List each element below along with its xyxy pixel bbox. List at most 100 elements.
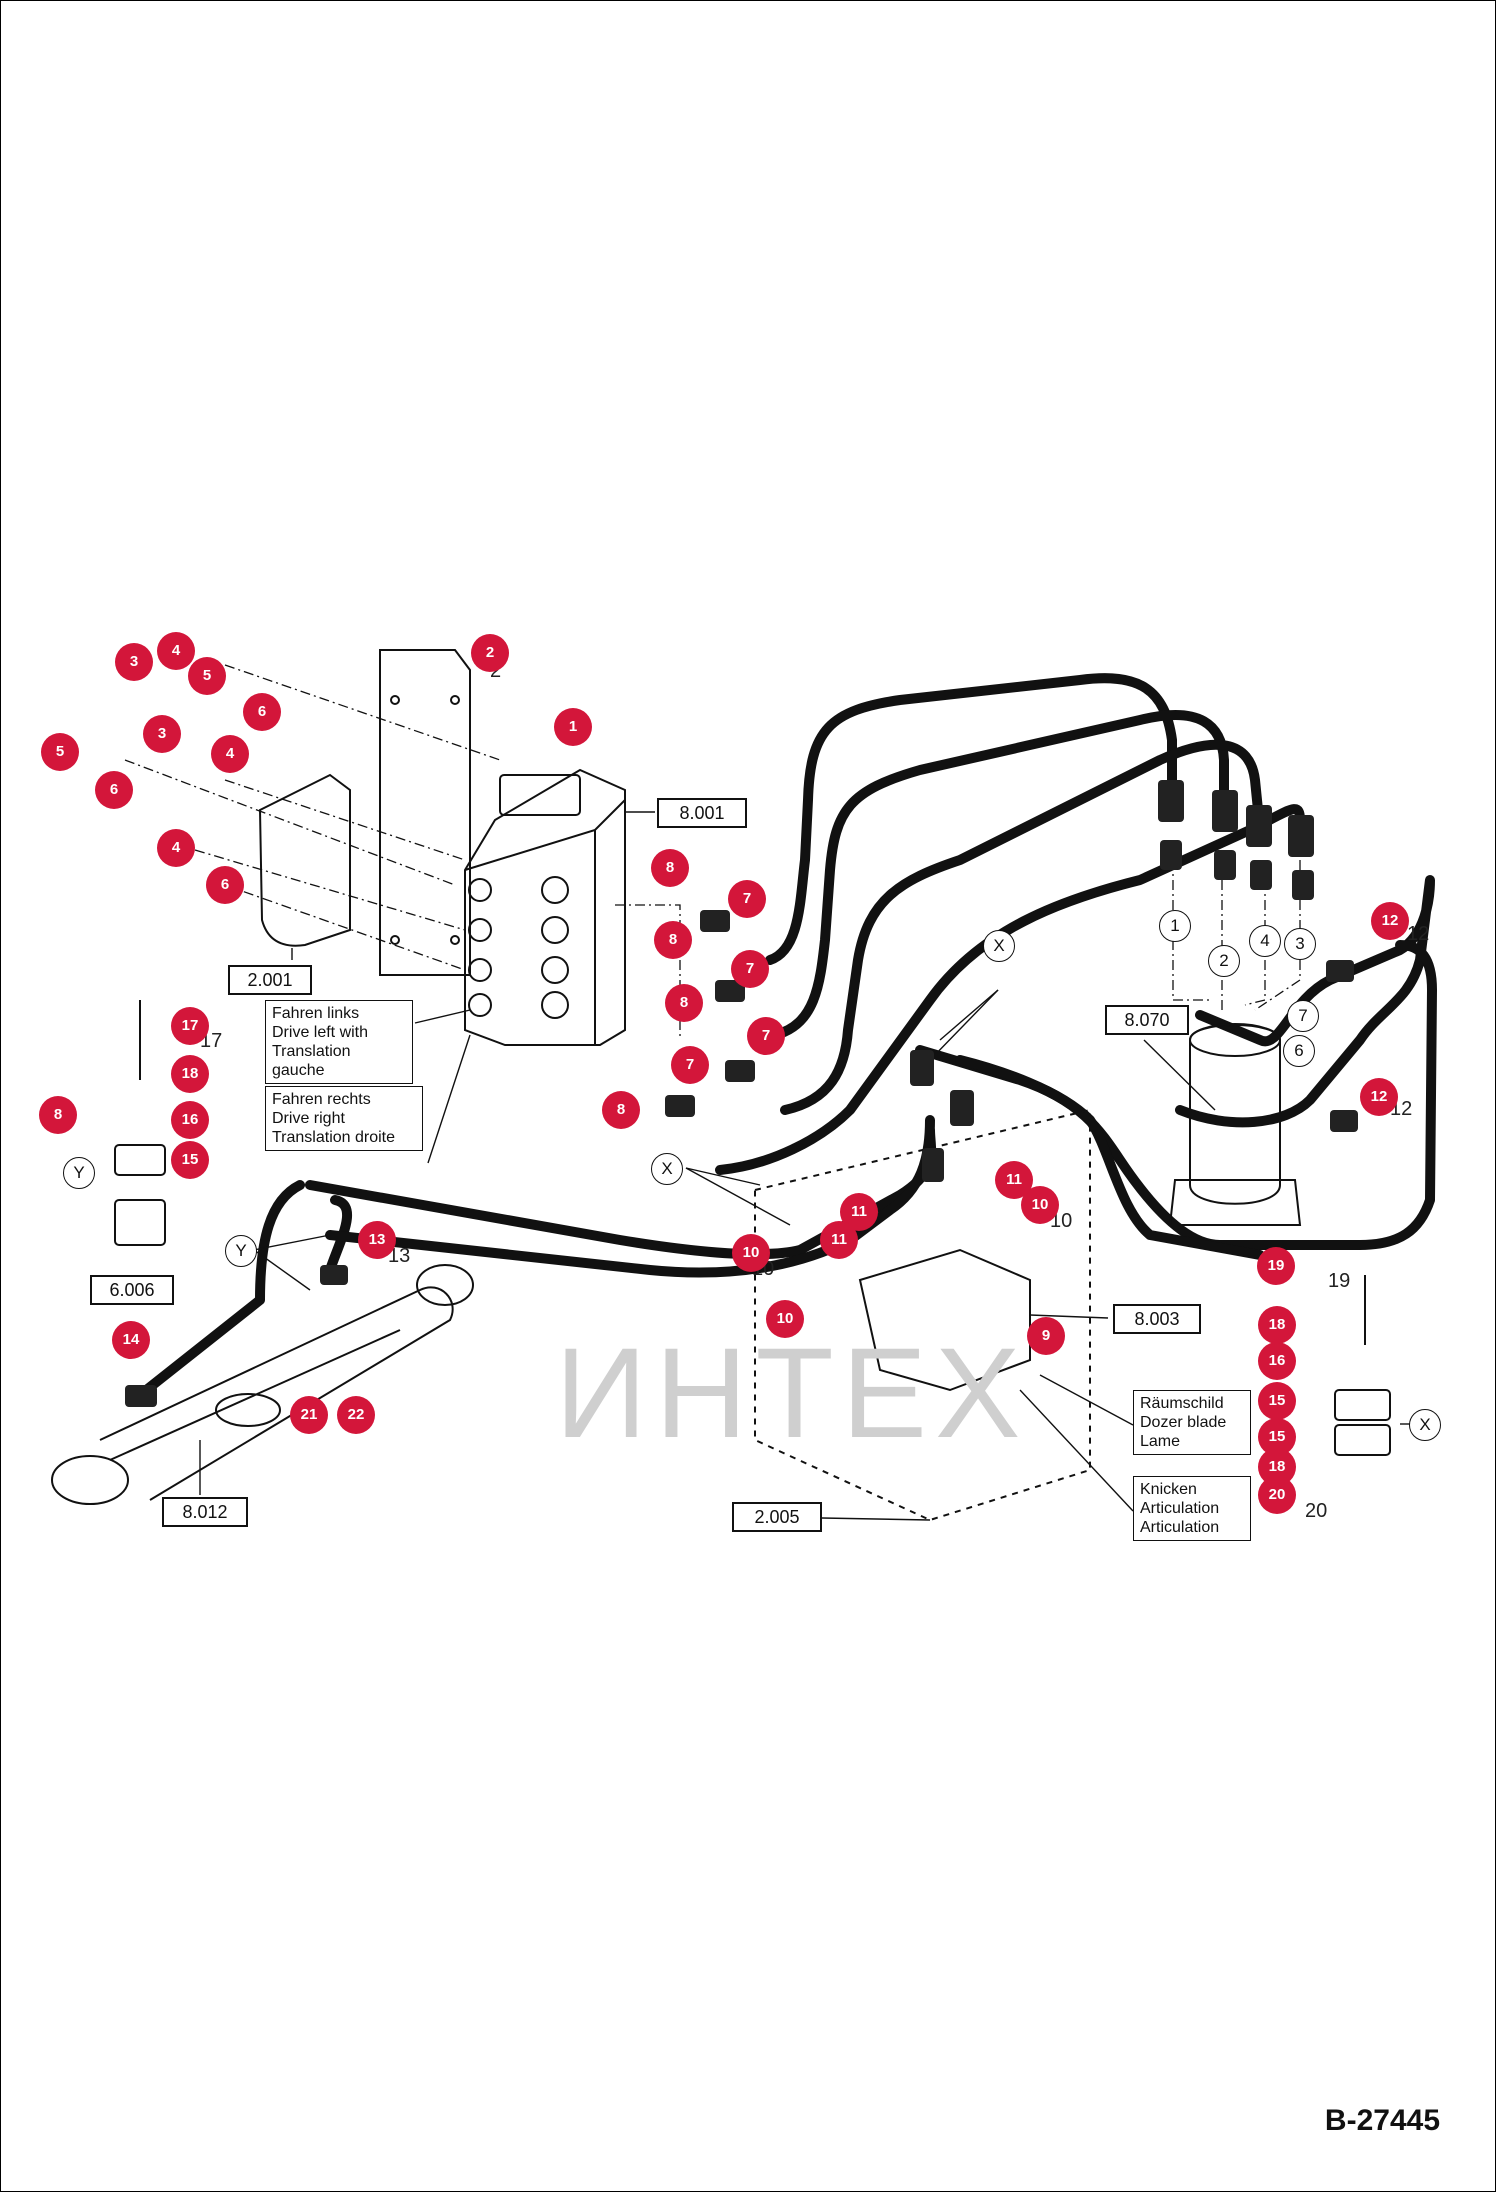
part-badge-20[interactable]: 20 bbox=[1258, 1476, 1296, 1514]
fitting bbox=[1326, 960, 1354, 982]
watermark: ИНТЕХ bbox=[555, 1322, 1029, 1465]
ref-box-8070[interactable]: 8.070 bbox=[1105, 1005, 1189, 1035]
part-number-label: 12 bbox=[1407, 923, 1430, 945]
part-number-label: 20 bbox=[1305, 1500, 1328, 1522]
fitting bbox=[1246, 805, 1272, 847]
plate-hole bbox=[390, 935, 400, 945]
part-badge-7[interactable]: 7 bbox=[731, 950, 769, 988]
plate-hole bbox=[450, 695, 460, 705]
part-badge-17[interactable]: 17 bbox=[171, 1007, 209, 1045]
fitting bbox=[1250, 860, 1272, 890]
callout-port-6: 6 bbox=[1283, 1035, 1315, 1067]
part-badge-8[interactable]: 8 bbox=[651, 849, 689, 887]
callout-port-7: 7 bbox=[1287, 1000, 1319, 1032]
part-number-label: 19 bbox=[1328, 1270, 1351, 1292]
part-badge-5[interactable]: 5 bbox=[41, 733, 79, 771]
ref-box-6006[interactable]: 6.006 bbox=[90, 1275, 174, 1305]
callout-port-4: 4 bbox=[1249, 925, 1281, 957]
ref-box-8012[interactable]: 8.012 bbox=[162, 1497, 248, 1527]
fitting bbox=[910, 1050, 934, 1086]
fitting bbox=[320, 1265, 348, 1285]
callout-port-1: 1 bbox=[1159, 910, 1191, 942]
part-badge-3[interactable]: 3 bbox=[143, 715, 181, 753]
hydraulic-cylinder bbox=[99, 1286, 454, 1501]
part-badge-18[interactable]: 18 bbox=[171, 1055, 209, 1093]
part-badge-8[interactable]: 8 bbox=[602, 1091, 640, 1129]
part-badge-11[interactable]: 11 bbox=[995, 1161, 1033, 1199]
part-badge-21[interactable]: 21 bbox=[290, 1396, 328, 1434]
part-badge-10[interactable]: 10 bbox=[766, 1300, 804, 1338]
fitting bbox=[125, 1385, 157, 1407]
ref-box-8003[interactable]: 8.003 bbox=[1113, 1304, 1201, 1334]
part-badge-6[interactable]: 6 bbox=[95, 771, 133, 809]
document-reference: B-27445 bbox=[1324, 2104, 1440, 2137]
part-badge-4[interactable]: 4 bbox=[157, 829, 195, 867]
part-badge-22[interactable]: 22 bbox=[337, 1396, 375, 1434]
part-badge-8[interactable]: 8 bbox=[654, 921, 692, 959]
part-badge-6[interactable]: 6 bbox=[243, 693, 281, 731]
callout-x: X bbox=[983, 930, 1015, 962]
part-badge-4[interactable]: 4 bbox=[211, 735, 249, 773]
note-articulation: Knicken Articulation Articulation bbox=[1133, 1476, 1251, 1541]
part-badge-2[interactable]: 2 bbox=[471, 634, 509, 672]
callout-y: Y bbox=[225, 1235, 257, 1267]
callout-port-2: 2 bbox=[1208, 945, 1240, 977]
part-badge-10[interactable]: 10 bbox=[732, 1234, 770, 1272]
hose-2 bbox=[770, 710, 1229, 1040]
callout-y: Y bbox=[63, 1157, 95, 1189]
part-badge-19[interactable]: 19 bbox=[1257, 1247, 1295, 1285]
part-badge-13[interactable]: 13 bbox=[358, 1221, 396, 1259]
part-badge-5[interactable]: 5 bbox=[188, 657, 226, 695]
part-badge-15[interactable]: 15 bbox=[1258, 1382, 1296, 1420]
note-dozer-blade: Räumschild Dozer blade Lame bbox=[1133, 1390, 1251, 1455]
part-badge-7[interactable]: 7 bbox=[747, 1017, 785, 1055]
part-badge-18[interactable]: 18 bbox=[1258, 1306, 1296, 1344]
fitting bbox=[1330, 1110, 1358, 1132]
note-drive-right: Fahren rechts Drive right Translation dr… bbox=[265, 1086, 423, 1151]
part-badge-7[interactable]: 7 bbox=[671, 1046, 709, 1084]
part-badge-14[interactable]: 14 bbox=[112, 1321, 150, 1359]
fitting bbox=[950, 1090, 974, 1126]
part-badge-8[interactable]: 8 bbox=[665, 984, 703, 1022]
bracket-plate bbox=[258, 773, 351, 947]
part-badge-16[interactable]: 16 bbox=[171, 1101, 209, 1139]
part-number-label: 13 bbox=[388, 1245, 411, 1267]
part-badge-16[interactable]: 16 bbox=[1258, 1342, 1296, 1380]
mounting-plate bbox=[379, 649, 471, 976]
part-badge-4[interactable]: 4 bbox=[157, 632, 195, 670]
fitting bbox=[1292, 870, 1314, 900]
hose-10 bbox=[915, 940, 1437, 1250]
part-badge-12[interactable]: 12 bbox=[1360, 1078, 1398, 1116]
part-badge-6[interactable]: 6 bbox=[206, 866, 244, 904]
hose-11 bbox=[955, 1055, 1265, 1260]
hose-7 bbox=[325, 1195, 352, 1275]
fitting bbox=[725, 1060, 755, 1082]
plate-hole bbox=[450, 935, 460, 945]
part-badge-7[interactable]: 7 bbox=[728, 880, 766, 918]
hose-3 bbox=[780, 739, 1263, 1115]
fitting bbox=[1158, 780, 1184, 822]
fitting bbox=[700, 910, 730, 932]
fitting bbox=[1160, 840, 1182, 870]
ref-box-2001[interactable]: 2.001 bbox=[228, 965, 312, 995]
control-valve bbox=[464, 768, 626, 1046]
fitting bbox=[1288, 815, 1314, 857]
hose-1 bbox=[765, 673, 1177, 965]
ref-box-8001[interactable]: 8.001 bbox=[657, 798, 747, 828]
part-badge-1[interactable]: 1 bbox=[554, 708, 592, 746]
part-badge-12[interactable]: 12 bbox=[1371, 902, 1409, 940]
part-badge-8[interactable]: 8 bbox=[39, 1096, 77, 1134]
plate-hole bbox=[390, 695, 400, 705]
fitting bbox=[715, 980, 745, 1002]
part-badge-11[interactable]: 11 bbox=[820, 1221, 858, 1259]
part-badge-3[interactable]: 3 bbox=[115, 643, 153, 681]
part-badge-15[interactable]: 15 bbox=[171, 1141, 209, 1179]
hose-6 bbox=[135, 1180, 305, 1400]
fitting bbox=[1214, 850, 1236, 880]
callout-x: X bbox=[1409, 1409, 1441, 1441]
ref-box-2005[interactable]: 2.005 bbox=[732, 1502, 822, 1532]
part-badge-9[interactable]: 9 bbox=[1027, 1317, 1065, 1355]
fitting bbox=[1212, 790, 1238, 832]
part-badge-11[interactable]: 11 bbox=[840, 1193, 878, 1231]
